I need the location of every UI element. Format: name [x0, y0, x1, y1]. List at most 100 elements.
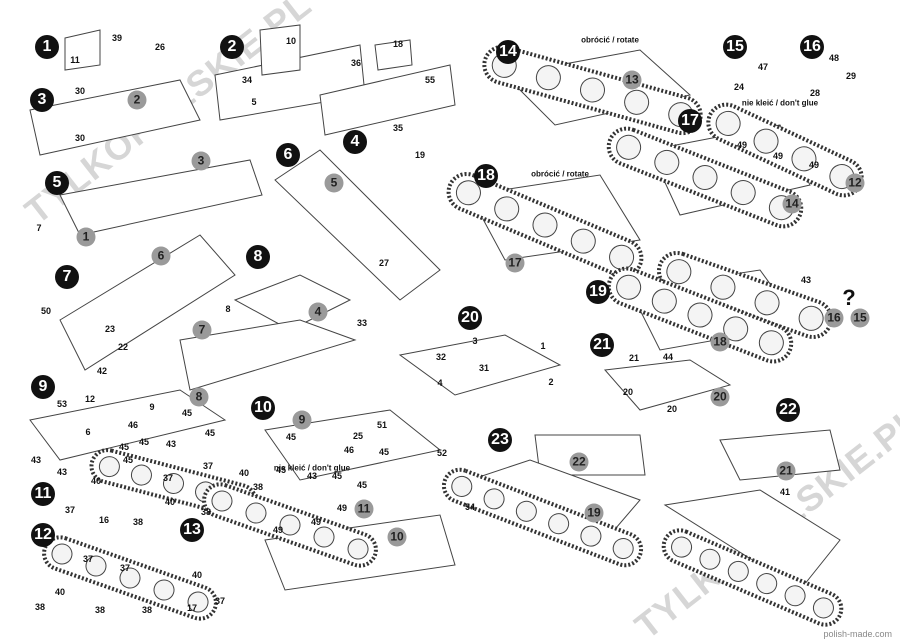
road-wheel [98, 456, 120, 478]
road-wheel [85, 555, 107, 577]
question-mark: ? [842, 285, 856, 310]
part-number-label: 20 [666, 404, 678, 414]
part-ref: 8 [189, 387, 209, 407]
road-wheel [812, 597, 834, 619]
road-wheel [609, 244, 635, 270]
part-number-label: 38 [34, 602, 46, 612]
part-number-label: 20 [622, 387, 634, 397]
part-number-label: 40 [90, 476, 102, 486]
part-number-label: 26 [154, 42, 166, 52]
part-number-label: 17 [186, 603, 198, 613]
part-number-label: 45 [118, 442, 130, 452]
step-11: 11 [31, 482, 55, 506]
road-wheel [699, 548, 721, 570]
road-wheel [535, 65, 561, 91]
part-number-label: 38 [252, 482, 264, 492]
part-number-label: 43 [165, 439, 177, 449]
part-number-label: 37 [119, 563, 131, 573]
road-wheel [715, 110, 741, 136]
hull-part [59, 234, 236, 371]
part-number-label: 45 [331, 471, 343, 481]
track-assembly [42, 535, 218, 621]
part-number-label: 34 [241, 75, 253, 85]
road-wheel [51, 543, 73, 565]
hull-part [398, 334, 562, 396]
road-wheel [119, 567, 141, 589]
road-wheel [187, 591, 209, 613]
hull-part [233, 274, 352, 331]
step-13: 13 [180, 518, 204, 542]
step-20: 20 [458, 306, 482, 330]
step-14: 14 [496, 40, 520, 64]
road-wheel [515, 500, 537, 522]
road-wheel [753, 128, 779, 154]
part-number-label: 5 [251, 97, 257, 107]
hull-part [179, 319, 357, 391]
track-assembly [606, 266, 794, 364]
part-number-label: 35 [392, 123, 404, 133]
road-wheel [687, 302, 713, 328]
step-1: 1 [35, 35, 59, 59]
road-wheel [730, 180, 756, 206]
part-number-label: 49 [336, 503, 348, 513]
part-number-label: 37 [64, 505, 76, 515]
part-number-label: 23 [104, 324, 116, 334]
part-number-label: 45 [378, 447, 390, 457]
road-wheel [612, 538, 634, 560]
part-number-label: 49 [808, 160, 820, 170]
part-number-label: 45 [181, 408, 193, 418]
road-wheel [548, 513, 570, 535]
part-number-label: 50 [40, 306, 52, 316]
hull-part [603, 359, 732, 411]
road-wheel [153, 579, 175, 601]
part-ref: 3 [191, 151, 211, 171]
part-number-label: 40 [54, 587, 66, 597]
road-wheel [163, 473, 184, 494]
road-wheel [211, 490, 233, 512]
step-8: 8 [246, 245, 270, 269]
part-number-label: 38 [94, 605, 106, 615]
hull-part [319, 64, 456, 136]
road-wheel [723, 316, 749, 342]
step-9: 9 [31, 375, 55, 399]
road-wheel [580, 77, 605, 103]
road-wheel [455, 180, 481, 206]
part-number-label: 29 [845, 71, 857, 81]
step-7: 7 [55, 265, 79, 289]
part-number-label: 48 [828, 53, 840, 63]
road-wheel [671, 536, 693, 558]
road-wheel [692, 165, 718, 190]
road-wheel [279, 514, 301, 536]
part-number-label: 2 [548, 377, 554, 387]
road-wheel [483, 488, 505, 510]
part-number-label: 40 [164, 497, 176, 507]
part-number-label: 24 [733, 82, 745, 92]
part-number-label: 49 [272, 525, 284, 535]
part-number-label: 37 [162, 473, 174, 483]
track-assembly [606, 126, 804, 229]
part-number-label: 43 [800, 275, 812, 285]
track-assembly [446, 171, 644, 279]
part-ref: 22 [569, 452, 589, 472]
road-wheel [532, 212, 558, 238]
part-number-label: 1 [540, 341, 546, 351]
part-ref: 5 [324, 173, 344, 193]
hull-part [274, 149, 441, 301]
part-number-label: 45 [122, 455, 134, 465]
part-number-label: 38 [141, 605, 153, 615]
part-ref: 16 [824, 308, 844, 328]
part-number-label: 45 [356, 480, 368, 490]
step-23: 23 [488, 428, 512, 452]
part-number-label: 36 [350, 58, 362, 68]
part-number-label: 19 [414, 150, 426, 160]
road-wheel [624, 89, 650, 115]
no-glue-note: nie kleić / don't glue [741, 98, 819, 108]
part-ref: 12 [845, 173, 865, 193]
part-number-label: 10 [285, 36, 297, 46]
part-ref: 6 [151, 246, 171, 266]
hull-part [264, 409, 442, 481]
part-number-label: 3 [472, 336, 478, 346]
part-number-label: 49 [736, 140, 748, 150]
part-ref: 20 [710, 387, 730, 407]
